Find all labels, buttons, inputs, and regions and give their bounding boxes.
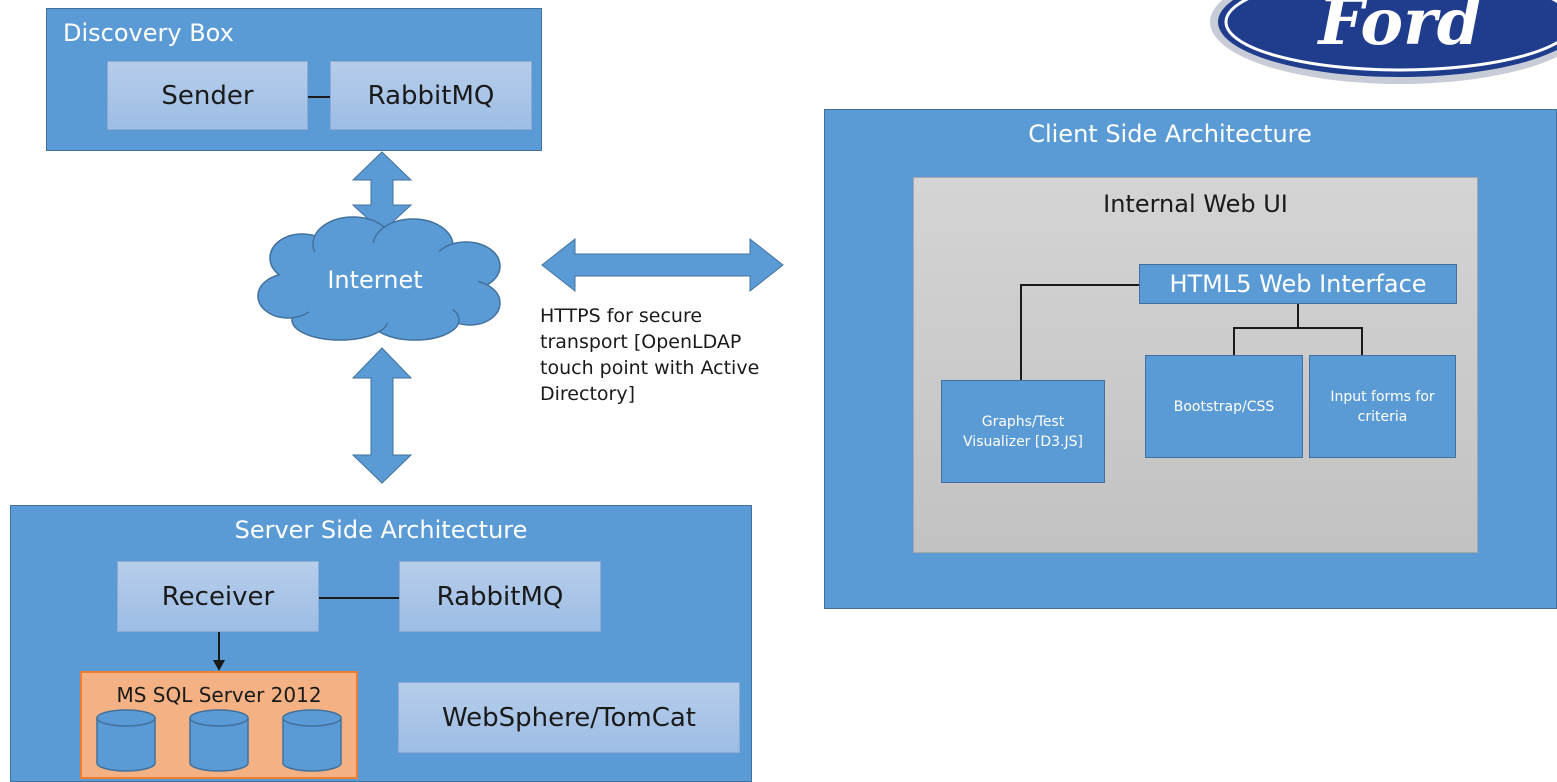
discovery-rabbitmq-box: RabbitMQ [330, 61, 532, 130]
sender-box: Sender [107, 61, 308, 130]
connector-html5-graphs-v [1020, 284, 1022, 380]
ford-logo-text: Ford [1316, 0, 1481, 60]
internet-client-arrow [541, 237, 784, 293]
database-icon [96, 709, 156, 772]
html5-web-interface-box: HTML5 Web Interface [1139, 264, 1457, 304]
transport-note-line: Directory] [540, 383, 635, 405]
internet-label: Internet [327, 266, 423, 294]
client-side-title: Client Side Architecture [1028, 120, 1312, 148]
receiver-rabbitmq-connector [319, 597, 399, 599]
receiver-box: Receiver [117, 561, 319, 632]
websphere-box: WebSphere/TomCat [398, 682, 740, 753]
database-icon [189, 709, 249, 772]
receiver-sql-arrow-head [213, 660, 225, 671]
connector-bootstrap-drop [1233, 327, 1235, 355]
transport-note-line: transport [OpenLDAP [540, 331, 742, 353]
internet-cloud-icon [257, 216, 501, 341]
connector-html5-children-stem [1297, 304, 1299, 328]
internal-web-ui-title: Internal Web UI [1103, 190, 1288, 218]
transport-note-line: touch point with Active [540, 357, 760, 379]
ford-logo: Ford [1210, 0, 1557, 84]
receiver-sql-arrow-shaft [218, 632, 220, 662]
connector-inputforms-drop [1361, 327, 1363, 355]
connector-html5-graphs-h [1020, 284, 1139, 286]
input-forms-box: Input forms for criteria [1309, 355, 1456, 458]
bootstrap-css-box: Bootstrap/CSS [1145, 355, 1303, 458]
internet-server-arrow [351, 347, 413, 484]
discovery-box-title: Discovery Box [63, 19, 234, 47]
sql-server-label: MS SQL Server 2012 [116, 683, 322, 707]
connector-children-bar [1233, 327, 1363, 329]
sender-rabbitmq-connector [308, 96, 330, 98]
database-icon [282, 709, 342, 772]
graphs-visualizer-box: Graphs/Test Visualizer [D3.JS] [941, 380, 1105, 483]
server-rabbitmq-box: RabbitMQ [399, 561, 601, 632]
server-side-title: Server Side Architecture [234, 516, 528, 544]
transport-note: HTTPS for secure transport [OpenLDAP tou… [540, 303, 800, 407]
transport-note-line: HTTPS for secure [540, 305, 703, 327]
